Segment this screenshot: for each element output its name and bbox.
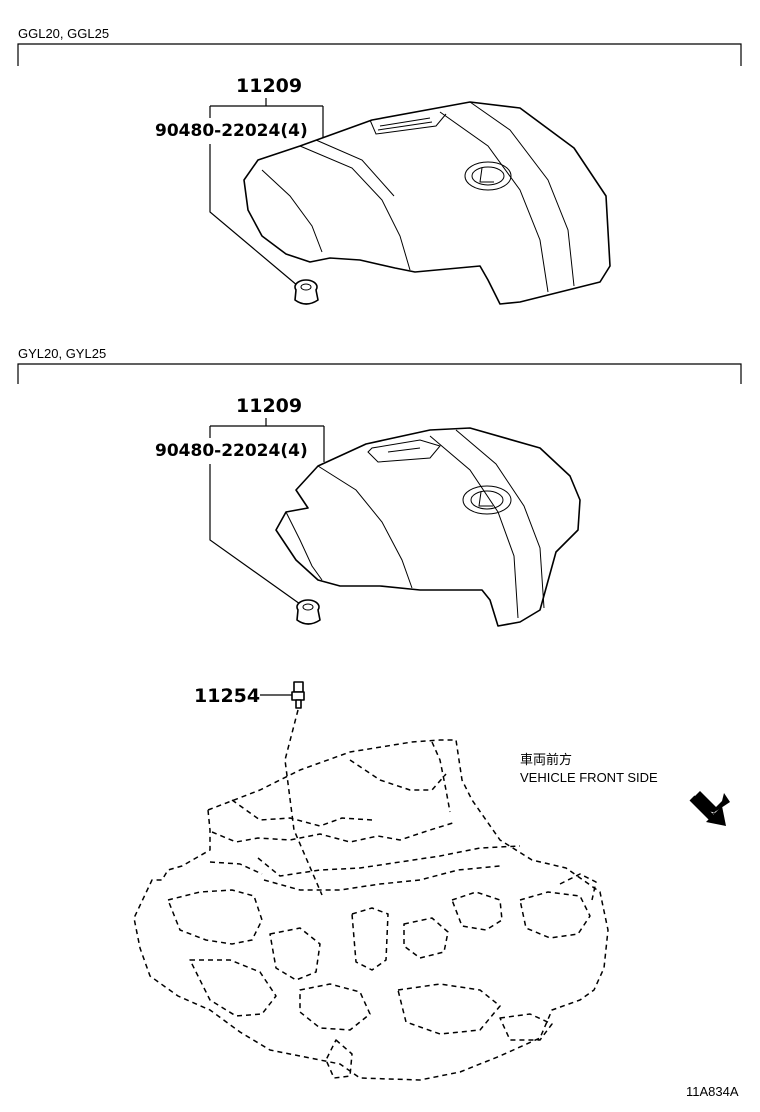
direction-label-jp: 車両前方: [520, 752, 572, 767]
applicability-label-2: GYL20, GYL25: [18, 346, 106, 361]
section-bracket-2: [17, 363, 742, 384]
leader-assembly-1: [209, 98, 324, 140]
brand-logo-icon: [478, 491, 493, 507]
leader-grommet-1: [209, 144, 299, 287]
assembly-part-number-1[interactable]: 11209: [236, 75, 302, 97]
engine-cover-2[interactable]: [275, 427, 581, 627]
stud-location-dashed-line: [284, 709, 323, 896]
front-direction-arrow-shaft: [689, 795, 715, 821]
fastener-part-number-2[interactable]: 90480-22024(4): [155, 441, 308, 461]
grommet-1[interactable]: [294, 279, 319, 305]
stud-part-number[interactable]: 11254: [194, 685, 260, 707]
brand-logo-icon: [479, 167, 494, 183]
stud-bolt[interactable]: [291, 681, 305, 709]
leader-assembly-2: [209, 418, 325, 462]
grommet-2[interactable]: [296, 599, 321, 625]
section-ggl: GGL20, GGL25 11209 90480-22024(4): [17, 26, 742, 305]
fastener-part-number-1[interactable]: 90480-22024(4): [155, 121, 308, 141]
engine-cover-1[interactable]: [243, 101, 611, 305]
figure-id: 11A834A: [686, 1084, 739, 1099]
front-direction-arrow-head: [706, 806, 726, 826]
leader-grommet-2: [209, 464, 301, 605]
engine-phantom-outline: [133, 739, 609, 1081]
applicability-label-1: GGL20, GGL25: [18, 26, 109, 41]
section-gyl: GYL20, GYL25 11209 90480-22024(4): [17, 346, 742, 627]
section-bracket-1: [17, 43, 742, 66]
direction-label-en: VEHICLE FRONT SIDE: [520, 770, 658, 785]
engine-section: 11254: [133, 681, 730, 1081]
assembly-part-number-2[interactable]: 11209: [236, 395, 302, 417]
